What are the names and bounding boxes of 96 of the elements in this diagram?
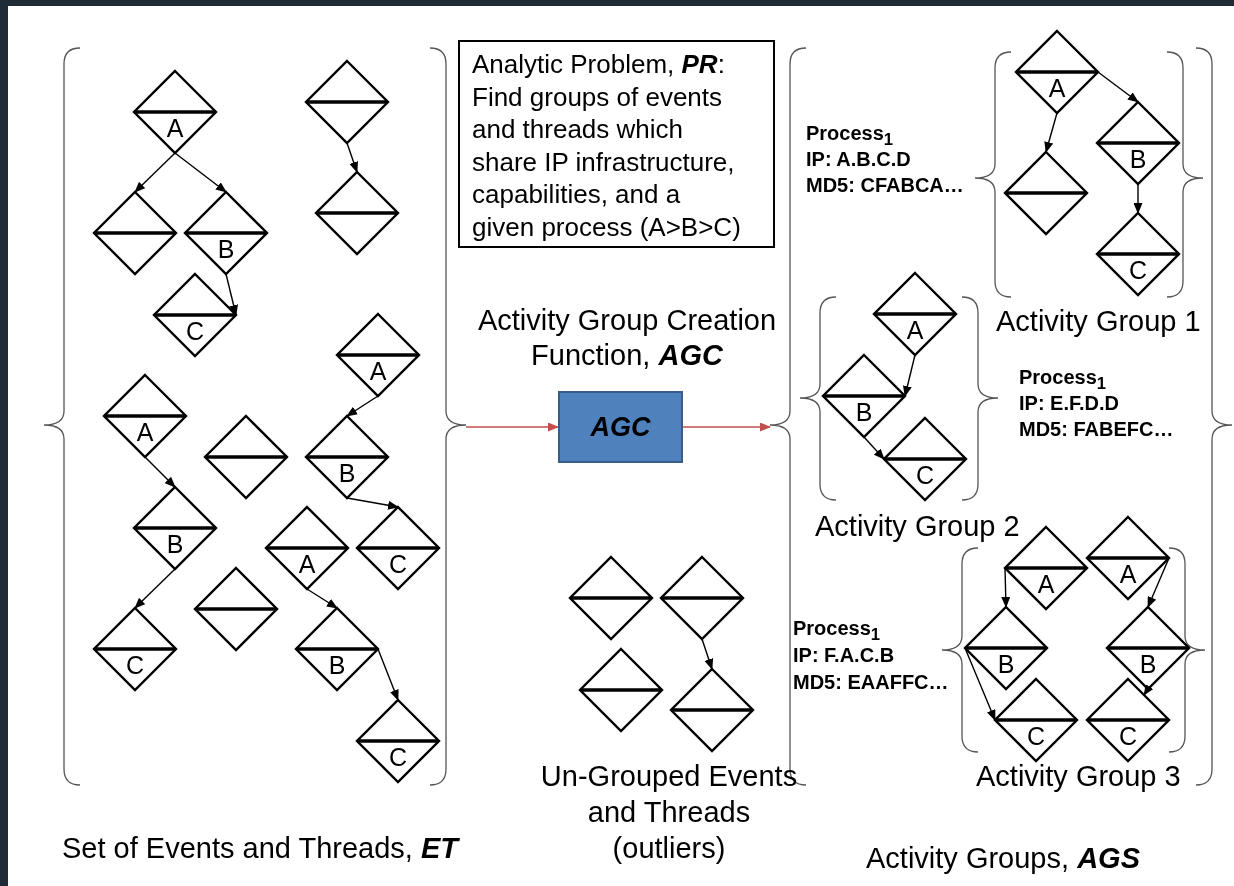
event-diamond bbox=[195, 568, 277, 650]
event-diamond bbox=[874, 273, 956, 355]
arrow bbox=[174, 152, 227, 193]
arrow bbox=[134, 152, 176, 193]
process-note: MD5: FABEFC… bbox=[1019, 417, 1174, 442]
diamond-letter: A bbox=[1048, 74, 1066, 102]
diamond-letter: C bbox=[1118, 722, 1138, 750]
event-diamond bbox=[965, 607, 1047, 689]
arrow bbox=[465, 422, 559, 432]
event-diamond bbox=[995, 679, 1077, 761]
problem-box bbox=[458, 40, 775, 248]
event-diamond bbox=[1107, 607, 1189, 689]
diamond-letter: A bbox=[1037, 570, 1055, 598]
event-diamond bbox=[357, 507, 439, 589]
arrow bbox=[863, 436, 885, 460]
diamond-letter: B bbox=[217, 235, 235, 263]
diamond-letter: C bbox=[915, 461, 935, 489]
event-diamond bbox=[306, 416, 388, 498]
process-note: IP: F.A.C.B bbox=[793, 643, 895, 668]
event-diamond bbox=[154, 274, 236, 356]
event-diamond bbox=[1016, 31, 1098, 113]
event-diamond bbox=[1087, 679, 1169, 761]
arrow bbox=[134, 568, 176, 609]
diamond-letter: A bbox=[298, 550, 316, 578]
problem-text: Analytic Problem, PR: Find groups of events and threads which share IP infrastructure, capabilities, and a given process (A>B>C) bbox=[472, 48, 742, 243]
box-label: AGC bbox=[590, 411, 651, 443]
arrow bbox=[701, 638, 714, 670]
arrow bbox=[1097, 71, 1139, 103]
event-diamond bbox=[1097, 102, 1179, 184]
event-diamond bbox=[205, 416, 287, 498]
event-diamond bbox=[134, 71, 216, 153]
event-diamond bbox=[1087, 517, 1169, 599]
diamond-letter: B bbox=[1129, 145, 1147, 173]
arrow bbox=[1143, 684, 1154, 696]
arrow bbox=[964, 647, 996, 721]
arrow bbox=[682, 422, 771, 432]
event-diamond bbox=[104, 375, 186, 457]
event-diamond bbox=[1097, 213, 1179, 295]
event-diamond bbox=[185, 192, 267, 274]
diamond-letter: B bbox=[1139, 650, 1157, 678]
diamond-letter: A bbox=[1119, 560, 1137, 588]
group-title: Activity Group 3 bbox=[976, 759, 1181, 794]
diamond-letter: C bbox=[388, 550, 408, 578]
diamond-letter: B bbox=[855, 398, 873, 426]
group-title: Activity Group 2 bbox=[815, 509, 1020, 544]
diamond-letter: B bbox=[338, 459, 356, 487]
arrow bbox=[346, 497, 399, 510]
diamond-letter: C bbox=[388, 743, 408, 771]
event-diamond bbox=[134, 487, 216, 569]
diamond-letter: A bbox=[369, 357, 387, 385]
arrow bbox=[346, 395, 379, 417]
arrow bbox=[377, 648, 399, 701]
process-note: MD5: CFABCA… bbox=[806, 173, 964, 198]
arrow bbox=[1133, 183, 1143, 214]
event-diamond bbox=[94, 608, 176, 690]
event-diamond bbox=[661, 557, 743, 639]
process-box bbox=[558, 391, 683, 463]
curly-brace bbox=[428, 48, 468, 785]
diamond-letter: C bbox=[1128, 256, 1148, 284]
event-diamond bbox=[1005, 152, 1087, 234]
arrow bbox=[225, 273, 238, 316]
arrow bbox=[903, 354, 916, 397]
diamond-letter: C bbox=[1026, 722, 1046, 750]
arrow bbox=[1147, 557, 1170, 608]
event-diamond bbox=[337, 314, 419, 396]
event-diamond bbox=[306, 61, 388, 143]
event-diamond bbox=[580, 649, 662, 731]
diamond-letter: A bbox=[136, 418, 154, 446]
arrow bbox=[346, 142, 358, 173]
event-diamond bbox=[94, 192, 176, 274]
event-diamond bbox=[570, 557, 652, 639]
arrow bbox=[1044, 112, 1058, 153]
process-note: MD5: EAAFFC… bbox=[793, 670, 949, 695]
diamond-letter: B bbox=[997, 650, 1015, 678]
event-diamond bbox=[357, 700, 439, 782]
arrow bbox=[144, 456, 176, 488]
diamond-letter: A bbox=[906, 316, 924, 344]
event-diamond bbox=[316, 172, 398, 254]
diamond-letter: A bbox=[166, 114, 184, 142]
event-diamond bbox=[266, 507, 348, 589]
diamond-letter: B bbox=[166, 530, 184, 558]
function-caption: Activity Group Creation Function, AGC bbox=[476, 303, 778, 373]
set-caption: Set of Events and Threads, ET bbox=[62, 831, 459, 866]
outliers-caption: Un-Grouped Events and Threads (outliers) bbox=[539, 759, 799, 866]
diamond-letter: B bbox=[328, 651, 346, 679]
groups-caption: Activity Groups, AGS bbox=[866, 841, 1140, 876]
arrow bbox=[1001, 567, 1011, 608]
diamond-letter: C bbox=[185, 317, 205, 345]
event-diamond bbox=[671, 669, 753, 751]
event-diamond bbox=[823, 355, 905, 437]
event-diamond bbox=[884, 418, 966, 500]
process-note: Process$_{1}$ bbox=[793, 616, 881, 646]
diamond-letter: C bbox=[125, 651, 145, 679]
event-diamond bbox=[296, 608, 378, 690]
arrow bbox=[306, 588, 338, 609]
group-title: Activity Group 1 bbox=[996, 304, 1201, 339]
